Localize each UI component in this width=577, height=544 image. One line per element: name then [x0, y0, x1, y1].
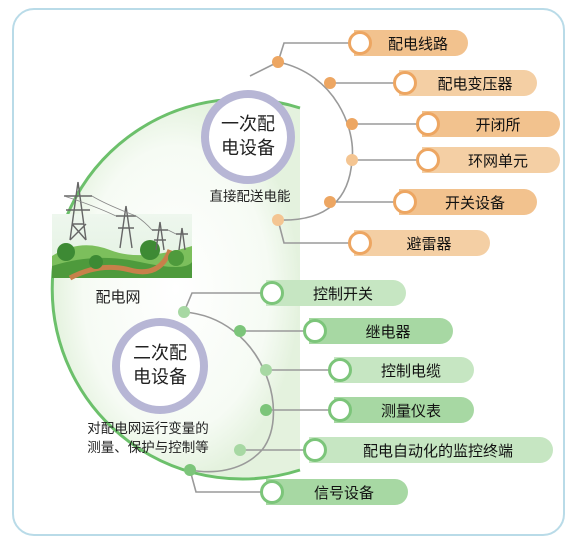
- item-knob-icon: [393, 71, 417, 95]
- primary-item-transformer: 配电变压器: [393, 70, 537, 96]
- item-knob-icon: [303, 319, 327, 343]
- item-knob-icon: [416, 148, 440, 172]
- item-knob-icon: [393, 190, 417, 214]
- secondary-item-control-switch: 控制开关: [260, 280, 406, 306]
- secondary-title-line1: 二次配: [133, 343, 187, 364]
- item-knob-icon: [328, 398, 352, 422]
- primary-title-line2: 电设备: [221, 138, 275, 159]
- item-knob-icon: [416, 112, 440, 136]
- primary-item-switchgear: 开关设备: [393, 189, 537, 215]
- item-knob-icon: [328, 358, 352, 382]
- secondary-caption-line1: 对配电网运行变量的: [87, 421, 209, 437]
- primary-item-distribution-line: 配电线路: [348, 30, 468, 56]
- secondary-title-line2: 电设备: [133, 367, 187, 388]
- secondary-item-signal-equipment: 信号设备: [260, 479, 408, 505]
- primary-caption: 直接配送电能: [209, 189, 291, 205]
- item-knob-icon: [348, 31, 372, 55]
- item-knob-icon: [260, 281, 284, 305]
- secondary-caption-line2: 测量、保护与控制等: [87, 440, 209, 456]
- primary-hub: 一次配 电设备: [201, 90, 295, 184]
- secondary-nodes: [178, 306, 272, 476]
- item-knob-icon: [348, 231, 372, 255]
- center-label: 配电网: [95, 288, 141, 306]
- secondary-item-meter: 测量仪表: [328, 397, 474, 423]
- primary-item-switching-station: 开闭所: [416, 111, 560, 137]
- secondary-item-relay: 继电器: [303, 318, 453, 344]
- landscape-illustration: [52, 181, 192, 281]
- item-knob-icon: [260, 480, 284, 504]
- primary-title-line1: 一次配: [221, 114, 275, 135]
- secondary-item-control-cable: 控制电缆: [328, 357, 474, 383]
- primary-item-ring-main-unit: 环网单元: [416, 147, 560, 173]
- primary-nodes: [272, 56, 358, 226]
- secondary-caption: 对配电网运行变量的 测量、保护与控制等: [58, 420, 238, 458]
- secondary-item-automation-terminal: 配电自动化的监控终端: [303, 437, 553, 463]
- item-knob-icon: [303, 438, 327, 462]
- primary-item-arrester: 避雷器: [348, 230, 490, 256]
- secondary-hub: 二次配 电设备: [112, 318, 208, 414]
